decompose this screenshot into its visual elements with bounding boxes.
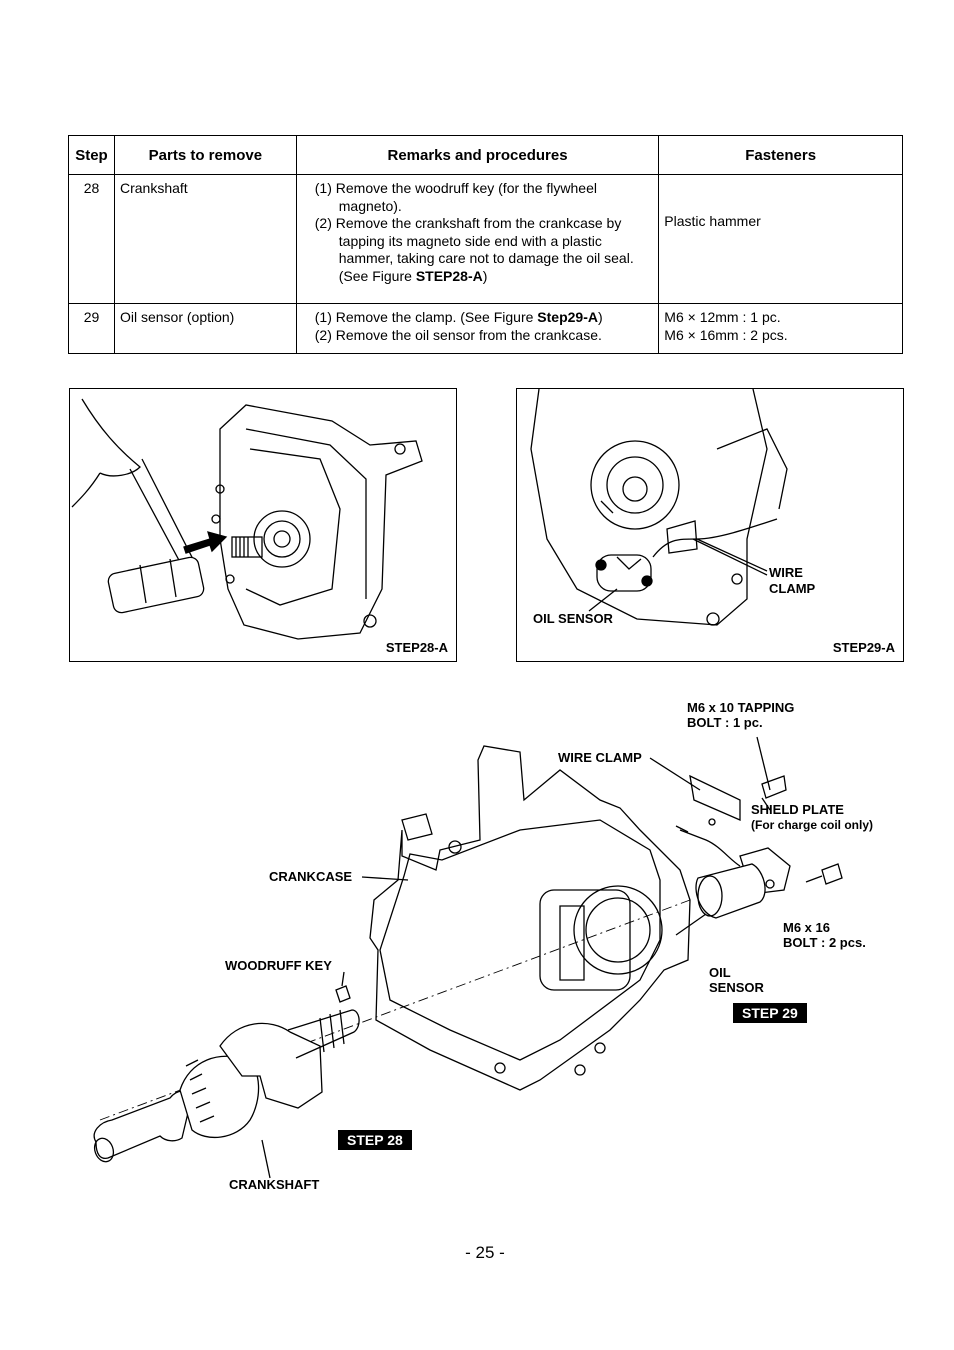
callout-crankshaft: CRANKSHAFT — [229, 1177, 320, 1192]
step-number: 28 — [68, 174, 115, 304]
remarks-cell: (1) Remove the woodruff key (for the fly… — [295, 174, 660, 304]
callout-m6x16-line1: M6 x 16 — [783, 920, 830, 935]
step28-badge: STEP 28 — [338, 1130, 412, 1150]
label-clamp: CLAMP — [769, 581, 816, 596]
callout-m6x16-line2: BOLT : 2 pcs. — [783, 935, 866, 950]
label-wire: WIRE — [769, 565, 803, 580]
callout-shield-plate: SHIELD PLATE (For charge coil only) — [751, 802, 873, 833]
header-fasteners: Fasteners — [658, 135, 903, 175]
fastener-item: M6 × 12mm : 1 pc. — [664, 309, 781, 325]
hammer-crankshaft-illustration — [71, 398, 423, 640]
remark-line: (2) Remove the crankshaft from the crank… — [307, 215, 654, 285]
remark-text-end: ) — [482, 267, 488, 284]
label-wire-clamp: WIRE CLAMP — [769, 565, 815, 597]
step29-badge: STEP 29 — [733, 1003, 807, 1023]
header-parts: Parts to remove — [113, 135, 297, 175]
table-row: 28 Crankshaft (1) Remove the woodruff ke… — [68, 174, 903, 304]
callout-oil-sensor: OIL SENSOR — [709, 965, 764, 995]
callout-tapping-bolt: M6 x 10 TAPPING BOLT : 1 pc. — [687, 700, 794, 730]
figure-reference: Step29-A — [537, 309, 598, 325]
remark-line: (1) Remove the woodruff key (for the fly… — [314, 180, 597, 214]
callout-wire-clamp: WIRE CLAMP — [558, 750, 642, 765]
figure-reference: STEP28-A — [415, 267, 483, 284]
remark-line: (1) Remove the clamp. (See Figure Step29… — [307, 309, 654, 327]
fastener-cell: M6 × 12mm : 1 pc. M6 × 16mm : 2 pcs. — [658, 303, 903, 354]
oil-sensor-illustration — [530, 389, 788, 626]
header-remarks: Remarks and procedures — [295, 135, 660, 175]
step-number: 29 — [68, 303, 115, 354]
callout-tapping-bolt-line1: M6 x 10 TAPPING — [687, 700, 795, 715]
remarks-cell: (1) Remove the clamp. (See Figure Step29… — [295, 303, 660, 354]
header-step: Step — [68, 135, 115, 175]
procedure-table: Step Parts to remove Remarks and procedu… — [68, 135, 903, 354]
remark-text: (2) Remove the crankshaft from the crank… — [314, 215, 634, 284]
remark-text-end: ) — [597, 309, 603, 325]
fastener-item: M6 × 16mm : 2 pcs. — [664, 326, 788, 343]
callout-oil-line2: SENSOR — [709, 980, 764, 995]
figure-caption: STEP29-A — [832, 640, 895, 655]
callout-crankcase: CRANKCASE — [269, 869, 353, 884]
callout-woodruff-key: WOODRUFF KEY — [225, 958, 332, 973]
remark-line: (2) Remove the oil sensor from the crank… — [314, 326, 602, 343]
exploded-view: M6 x 10 TAPPING BOLT : 1 pc. WIRE CLAMP … — [0, 680, 954, 1220]
figure-caption: STEP28-A — [385, 640, 448, 655]
page-number: - 25 - — [465, 1243, 505, 1262]
exploded-view-illustration — [93, 736, 843, 1179]
callout-shield-plate-note: (For charge coil only) — [751, 818, 874, 832]
table-header-row: Step Parts to remove Remarks and procedu… — [68, 135, 903, 175]
fastener-item: Plastic hammer — [664, 212, 761, 229]
table-row: 29 Oil sensor (option) (1) Remove the cl… — [68, 303, 903, 354]
label-oil-sensor: OIL SENSOR — [533, 611, 613, 626]
callout-tapping-bolt-line2: BOLT : 1 pc. — [687, 715, 763, 730]
figure-step28a: STEP28-A — [69, 388, 457, 662]
figure-step29a: WIRE CLAMP OIL SENSOR STEP29-A — [516, 388, 904, 662]
fastener-cell: Plastic hammer — [658, 174, 903, 304]
callout-oil-line1: OIL — [709, 965, 731, 980]
callout-shield-plate-line1: SHIELD PLATE — [751, 802, 844, 817]
part-name: Oil sensor (option) — [113, 303, 297, 354]
callout-m6x16-bolt: M6 x 16 BOLT : 2 pcs. — [783, 920, 866, 950]
part-name: Crankshaft — [113, 174, 297, 304]
remark-text: (1) Remove the clamp. (See Figure — [314, 309, 534, 325]
